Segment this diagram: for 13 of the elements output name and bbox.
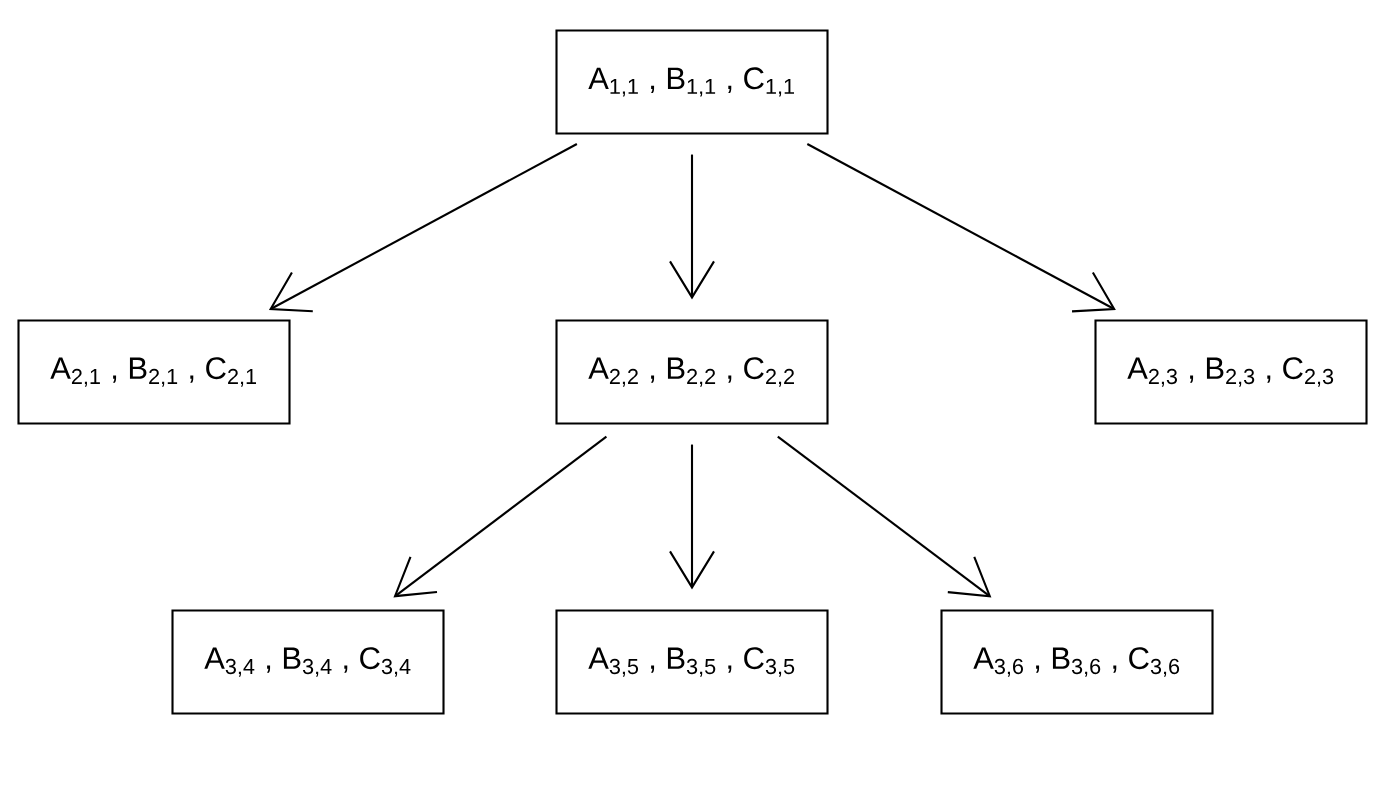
process-box: A$_{2,1}$ , B$_{2,1}$ , C$_{2,1}$: [17, 319, 291, 425]
arrow: [669, 444, 715, 590]
process-box: A$_{2,3}$ , B$_{2,3}$ , C$_{2,3}$: [1094, 319, 1368, 425]
process-box: A$_{3,6}$ , B$_{3,6}$ , C$_{3,6}$: [940, 609, 1214, 715]
process-box: A$_{3,4}$ , B$_{3,4}$ , C$_{3,4}$: [171, 609, 445, 715]
arrow: [669, 154, 715, 300]
arrow: [393, 435, 608, 598]
process-box: A$_{3,5}$ , B$_{3,5}$ , C$_{3,5}$: [555, 609, 829, 715]
arrow: [806, 143, 1116, 313]
process-box: A$_{2,2}$ , B$_{2,2}$ , C$_{2,2}$: [555, 319, 829, 425]
arrow: [268, 143, 578, 313]
process-box: A$_{1,1}$ , B$_{1,1}$ , C$_{1,1}$: [555, 29, 829, 135]
arrow: [777, 435, 992, 598]
